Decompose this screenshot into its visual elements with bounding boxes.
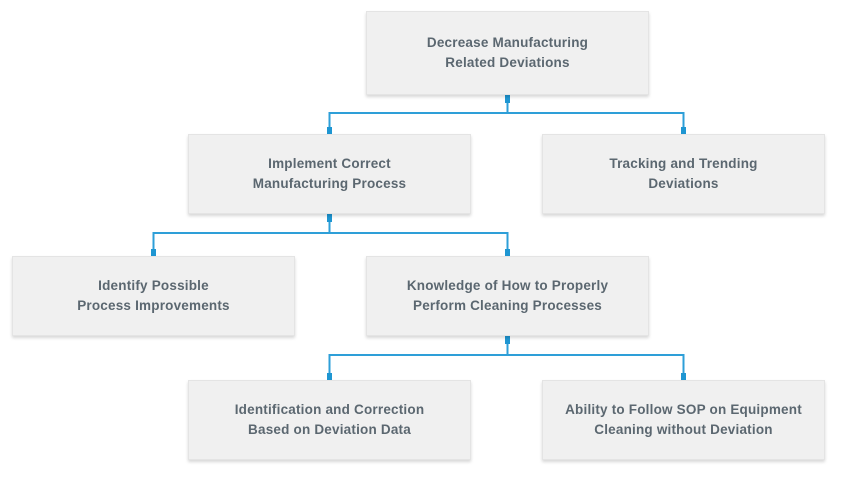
connector-anchor: [505, 249, 510, 256]
node-label-line: Ability to Follow SOP on Equipment: [565, 402, 802, 417]
connector-anchor: [681, 373, 686, 380]
node-label-line: Process Improvements: [77, 298, 230, 313]
node-label-line: Knowledge of How to Properly: [406, 278, 609, 293]
connector-anchor: [505, 95, 510, 103]
connector-anchor: [327, 127, 332, 134]
node-label-line: Manufacturing Process: [252, 176, 407, 191]
node-identification-correction-deviation-data: Identification and Correction Based on D…: [188, 380, 471, 460]
node-label-line: Implement Correct: [268, 156, 391, 171]
connector-anchor: [505, 336, 510, 344]
node-label-line: Identify Possible: [98, 278, 209, 293]
node-tracking-and-trending-deviations: Tracking and Trending Deviations: [542, 134, 825, 214]
node-label-line: Cleaning without Deviation: [594, 422, 773, 437]
node-decrease-manufacturing-related-deviations: Decrease Manufacturing Related Deviation…: [366, 11, 649, 95]
connector-anchor: [151, 249, 156, 256]
connector-root-children: [328, 95, 685, 134]
node-implement-correct-manufacturing-process: Implement Correct Manufacturing Process: [188, 134, 471, 214]
connector-implement-children: [152, 214, 509, 256]
node-label-line: Identification and Correction: [234, 402, 425, 417]
node-label-line: Decrease Manufacturing: [426, 35, 589, 50]
node-label-line: Tracking and Trending: [609, 156, 758, 171]
node-label-line: Perform Cleaning Processes: [412, 298, 603, 313]
node-label-line: Deviations: [648, 176, 719, 191]
connector-anchor: [327, 373, 332, 380]
node-knowledge-of-cleaning-processes: Knowledge of How to Properly Perform Cle…: [366, 256, 649, 336]
node-ability-follow-sop-equipment-cleaning: Ability to Follow SOP on Equipment Clean…: [542, 380, 825, 460]
node-identify-possible-process-improvements: Identify Possible Process Improvements: [12, 256, 295, 336]
connector-anchor: [327, 214, 332, 222]
connector-knowledge-children: [328, 336, 685, 380]
node-label-line: Related Deviations: [445, 55, 570, 70]
connector-anchor: [681, 127, 686, 134]
node-label-line: Based on Deviation Data: [248, 422, 411, 437]
